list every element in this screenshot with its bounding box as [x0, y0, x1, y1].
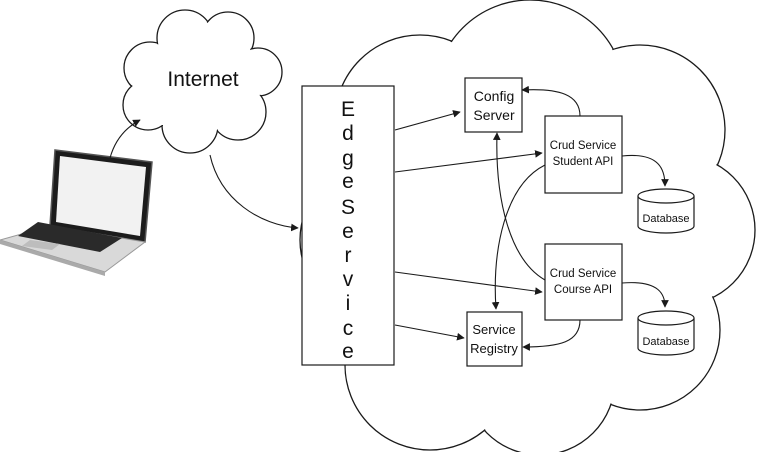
connectors	[109, 85, 669, 351]
edge-letter: e	[342, 170, 354, 193]
laptop-icon	[0, 149, 153, 276]
database-icon	[637, 188, 695, 234]
service-registry-line1: Service	[472, 322, 515, 337]
edge-service-label: E d g e S e r v i c e	[341, 98, 355, 363]
student-to-config-arrow	[521, 85, 581, 117]
student-db-label: Database	[642, 213, 689, 225]
edge-letter: g	[342, 147, 354, 170]
edge-letter: i	[346, 292, 351, 315]
student-to-db-arrow	[621, 154, 669, 187]
edge-letter: c	[343, 317, 354, 340]
laptop-to-internet-arrow	[109, 119, 141, 159]
student-to-registry-arrow	[491, 164, 546, 310]
edge-to-registry-arrow	[394, 324, 465, 341]
config-server-box	[464, 77, 523, 133]
config-server-line2: Server	[473, 107, 515, 123]
service-registry-box	[466, 311, 523, 367]
edge-letter: E	[341, 98, 355, 121]
student-api-line2: Student API	[553, 156, 614, 168]
course-api-line1: Crud Service	[550, 268, 616, 280]
student-api-line1: Crud Service	[550, 140, 616, 152]
service-registry-line2: Registry	[470, 341, 518, 356]
edge-letter: S	[341, 196, 355, 219]
internet-cloud-fill	[124, 11, 281, 152]
edge-service-box	[301, 85, 395, 366]
internet-label: Internet	[167, 68, 238, 91]
edge-to-student-arrow	[394, 150, 543, 173]
config-server-line1: Config	[474, 88, 514, 104]
edge-to-course-arrow	[394, 271, 543, 295]
course-to-registry-arrow	[522, 319, 581, 351]
edge-letter: e	[342, 220, 354, 243]
edge-to-config-arrow	[394, 110, 461, 131]
student-api-box	[544, 115, 623, 194]
course-db-label: Database	[642, 336, 689, 348]
edge-letter: e	[342, 340, 354, 363]
course-to-config-arrow	[492, 132, 546, 281]
edge-letter: d	[342, 122, 354, 145]
edge-letter: r	[345, 244, 352, 267]
course-to-db-arrow	[621, 282, 669, 308]
internet-to-edge-arrow	[209, 154, 299, 232]
course-api-line2: Course API	[554, 284, 612, 296]
database-icon	[637, 310, 695, 356]
course-api-box	[544, 243, 623, 321]
edge-letter: v	[343, 268, 354, 291]
